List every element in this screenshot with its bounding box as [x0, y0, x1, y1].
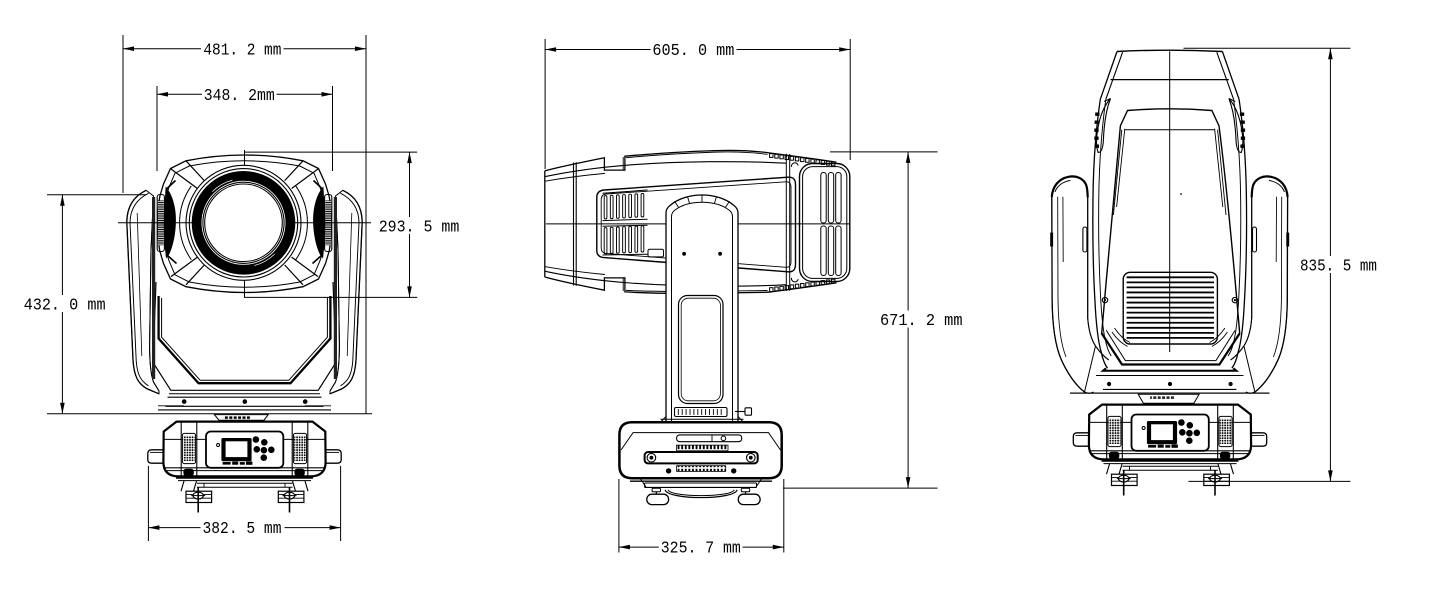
svg-text:835. 5 mm: 835. 5 mm — [1300, 257, 1377, 275]
svg-text:481. 2 mm: 481. 2 mm — [203, 41, 281, 59]
svg-text:325. 7 mm: 325. 7 mm — [661, 540, 741, 558]
svg-text:293. 5 mm: 293. 5 mm — [379, 219, 460, 237]
svg-text:382. 5 mm: 382. 5 mm — [203, 520, 282, 538]
svg-text:348. 2mm: 348. 2mm — [204, 87, 275, 105]
svg-text:671. 2 mm: 671. 2 mm — [880, 312, 963, 330]
svg-text:605. 0 mm: 605. 0 mm — [652, 42, 734, 60]
svg-text:432. 0 mm: 432. 0 mm — [24, 296, 106, 314]
